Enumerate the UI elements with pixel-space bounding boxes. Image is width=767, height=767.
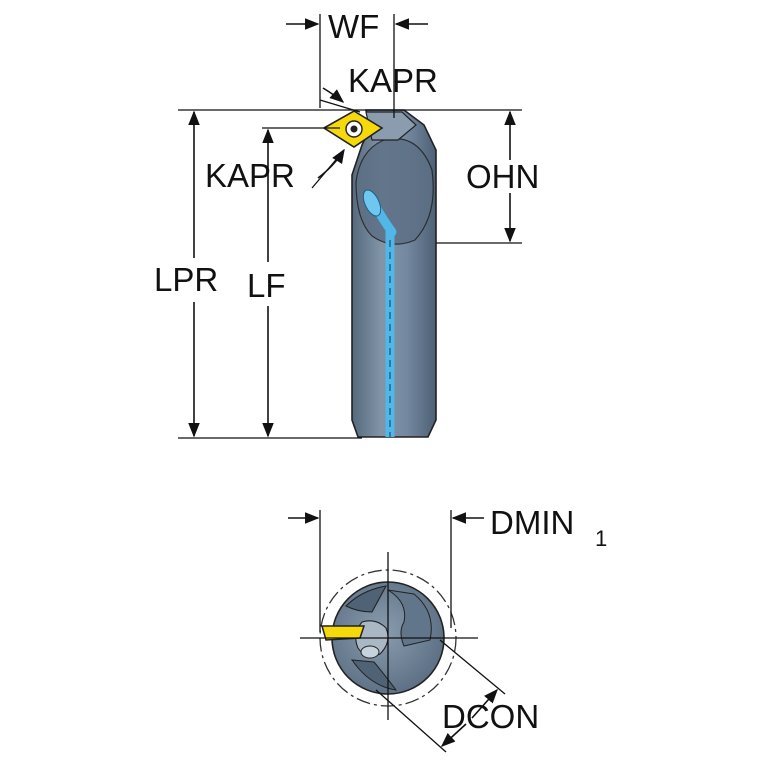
lpr-label: LPR — [154, 261, 218, 298]
lf-label: LF — [247, 267, 286, 304]
kapr-top-label: KAPR — [348, 62, 438, 99]
dcon-dimension: DCON — [375, 639, 539, 753]
kapr-top-dimension: KAPR — [322, 62, 438, 103]
extension-lines — [178, 14, 522, 439]
dcon-label: DCON — [442, 698, 539, 735]
dmin-subscript: 1 — [595, 526, 607, 551]
wf-label: WF — [328, 8, 379, 45]
wf-dimension: WF — [286, 8, 428, 45]
end-view — [300, 552, 478, 720]
kapr-side-dimension: KAPR — [205, 148, 345, 194]
lf-dimension: LF — [247, 128, 286, 438]
ohn-dimension: OHN — [466, 110, 539, 243]
lpr-dimension: LPR — [154, 110, 218, 438]
dmin-label: DMIN — [490, 504, 574, 541]
dmin-dimension: DMIN 1 — [288, 504, 607, 632]
coolant-channel — [362, 189, 397, 437]
kapr-side-label: KAPR — [205, 157, 295, 194]
cutting-insert — [322, 110, 384, 148]
ohn-label: OHN — [466, 158, 539, 195]
side-view — [322, 109, 437, 438]
